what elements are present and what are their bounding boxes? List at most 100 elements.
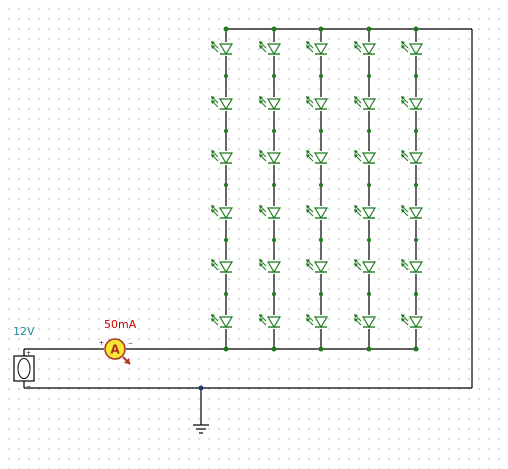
diode-triangle [408,261,424,274]
led-icon[interactable] [354,314,377,329]
series-node-dot [224,129,228,133]
led-background [268,97,280,111]
diode-triangle [313,98,329,111]
led-background [315,97,327,111]
led-icon[interactable] [401,150,424,165]
bottom-junction-dot [271,346,277,352]
emission-arrowhead [211,100,215,104]
series-node-dot [319,292,323,296]
emission-arrowhead [401,154,405,158]
series-node-dot [224,238,228,242]
top-junction-dot [318,26,324,32]
emission-arrowhead [401,263,405,267]
led-icon[interactable] [354,150,377,165]
bottom-junction-dot [366,346,372,352]
emission-arrowhead [259,209,263,213]
emission-arrowhead [306,314,310,318]
led-icon[interactable] [259,150,282,165]
led-background [315,260,327,274]
diode-triangle [313,207,329,220]
led-icon[interactable] [259,96,282,111]
emission-arrowhead [211,318,215,322]
diode-triangle [266,316,282,329]
led-icon[interactable] [211,259,234,274]
diode-triangle [266,43,282,56]
diode-triangle [313,316,329,329]
series-node-dot [272,74,276,78]
emission-arrowhead [354,318,358,322]
emission-arrowhead [354,314,358,318]
led-icon[interactable] [401,41,424,56]
voltage-source[interactable]: + − [13,350,35,390]
diode-triangle [408,152,424,165]
emission-arrowhead [401,96,405,100]
emission-arrowhead [401,45,405,49]
ammeter-body [104,338,126,360]
diode-triangle [313,261,329,274]
led-icon[interactable] [306,259,329,274]
led-icon[interactable] [401,314,424,329]
led-icon[interactable] [259,314,282,329]
led-icon[interactable] [211,205,234,220]
led-icon[interactable] [259,41,282,56]
emission-arrowhead [259,100,263,104]
diode-triangle [361,316,377,329]
led-icon[interactable] [211,150,234,165]
led-background [268,151,280,165]
series-node-dot [367,129,371,133]
led-icon[interactable] [211,96,234,111]
led-icon[interactable] [306,314,329,329]
emission-arrowhead [211,154,215,158]
emission-arrowhead [211,45,215,49]
emission-arrowhead [306,100,310,104]
top-junction-dot [413,26,419,32]
diode-triangle [361,98,377,111]
bottom-junction-dot [223,346,229,352]
led-icon[interactable] [354,96,377,111]
emission-arrowhead [401,318,405,322]
led-icon[interactable] [211,314,234,329]
series-node-dot [367,238,371,242]
series-node-dot [414,238,418,242]
led-icon[interactable] [259,205,282,220]
emission-arrowhead [259,205,263,209]
emission-arrowhead [306,259,310,263]
led-icon[interactable] [401,205,424,220]
led-icon[interactable] [306,96,329,111]
emission-arrowhead [306,205,310,209]
emission-arrowhead [401,259,405,263]
emission-arrowhead [211,205,215,209]
bottom-junction-dot [413,346,419,352]
diode-triangle [218,316,234,329]
emission-arrowhead [259,96,263,100]
led-icon[interactable] [259,259,282,274]
led-icon[interactable] [354,41,377,56]
ground-junction-dot [198,385,204,391]
emission-arrowhead [259,259,263,263]
series-node-dot [272,238,276,242]
emission-arrowhead [306,154,310,158]
emission-arrowhead [401,100,405,104]
led-background [315,151,327,165]
emission-arrowhead [259,41,263,45]
ammeter-arrow-icon [122,356,131,365]
led-icon[interactable] [211,41,234,56]
led-background [220,315,232,329]
led-icon[interactable] [401,259,424,274]
led-icon[interactable] [306,150,329,165]
series-node-dot [272,129,276,133]
emission-arrowhead [306,263,310,267]
series-node-dot [224,292,228,296]
led-icon[interactable] [401,96,424,111]
led-icon[interactable] [306,41,329,56]
led-background [363,97,375,111]
emission-arrowhead [259,263,263,267]
diode-triangle [266,207,282,220]
led-icon[interactable] [354,205,377,220]
minus-mark: − [26,383,31,390]
ammeter[interactable]: A + − [98,338,133,365]
led-icon[interactable] [306,205,329,220]
led-background [363,42,375,56]
series-node-dot [367,74,371,78]
led-icon[interactable] [354,259,377,274]
